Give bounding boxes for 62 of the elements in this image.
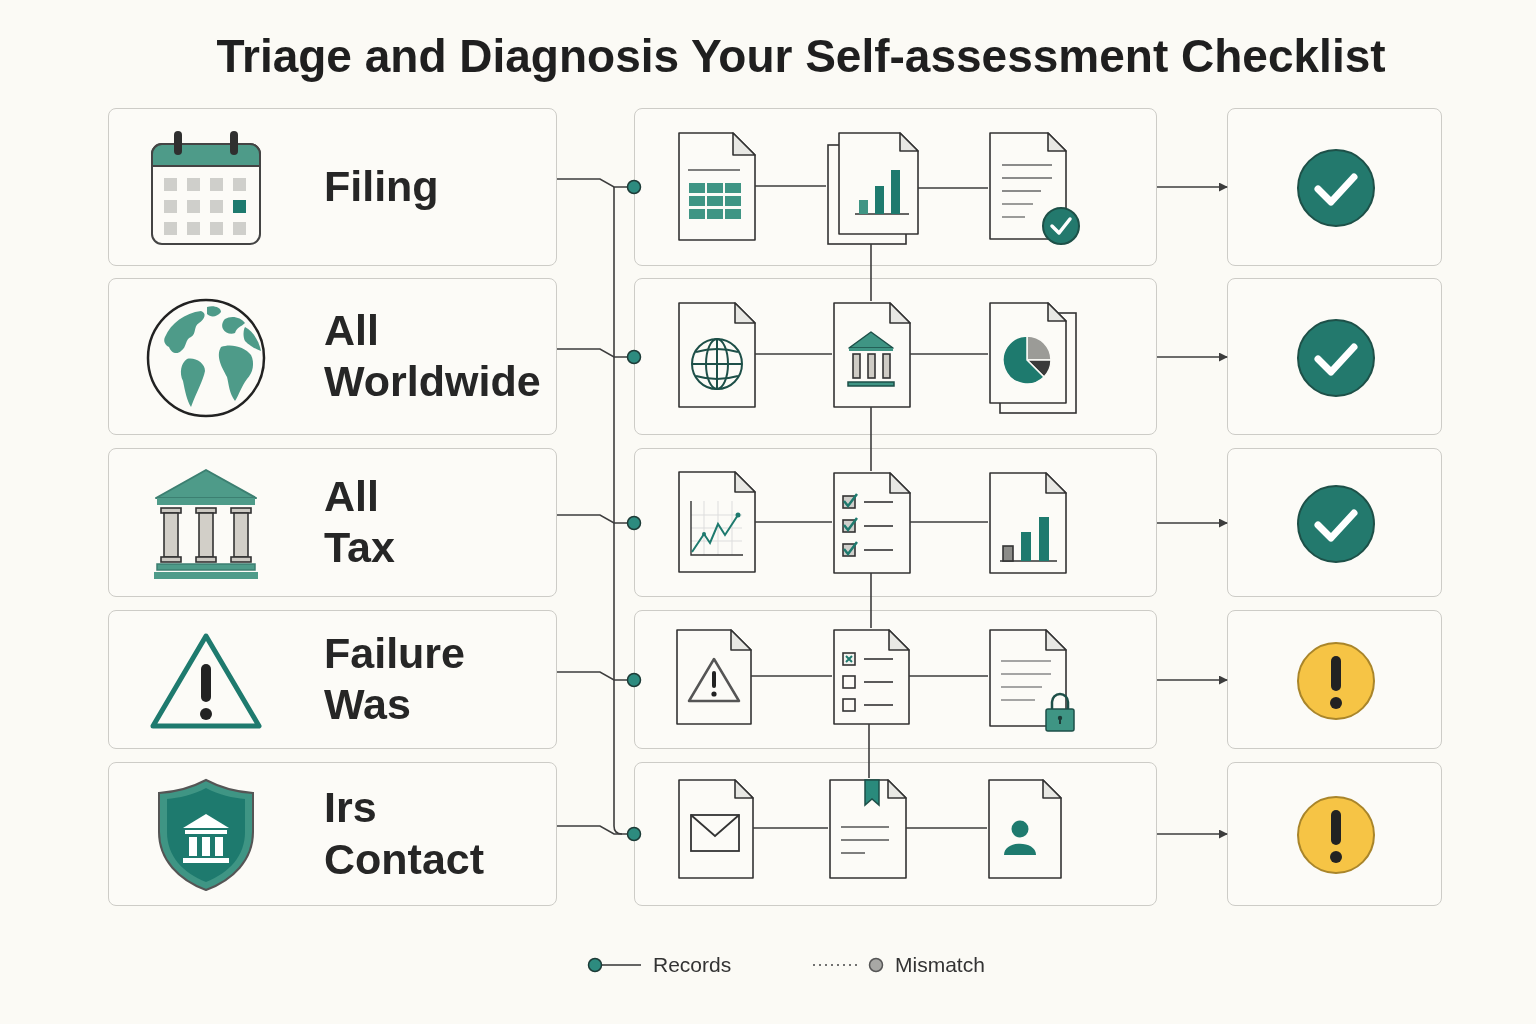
connector-line — [909, 353, 989, 355]
bookmarked-document-icon — [829, 779, 907, 879]
connector-line — [754, 521, 833, 523]
connector-line — [870, 243, 872, 302]
card-title: All Tax — [324, 470, 395, 574]
connector-line — [1156, 182, 1228, 192]
connector-line — [870, 572, 872, 629]
document-row-panel — [634, 278, 1157, 435]
connector-line — [909, 521, 989, 523]
checklist-document-icon — [833, 629, 910, 725]
connector-line — [754, 185, 827, 187]
document-row-panel — [634, 610, 1157, 749]
category-card — [108, 610, 557, 749]
legend-label: Records — [653, 953, 732, 977]
connector-line — [556, 348, 642, 365]
globe-document-icon — [678, 302, 756, 408]
bank-document-icon — [833, 302, 911, 408]
document-row-panel — [634, 108, 1157, 266]
status-card — [1227, 610, 1442, 749]
connector-line — [750, 675, 833, 677]
connector-line — [1156, 675, 1228, 685]
status-card — [1227, 278, 1442, 435]
connector-line — [908, 675, 989, 677]
card-title: Irs Contact — [324, 782, 485, 885]
connector-line — [1156, 829, 1228, 839]
status-card — [1227, 108, 1442, 266]
status-card — [1227, 448, 1442, 597]
connector-line — [870, 406, 872, 472]
locked-document-icon — [989, 629, 1075, 733]
connector-line — [917, 187, 989, 189]
bar-chart-document-icon — [827, 132, 919, 245]
category-card — [108, 278, 557, 435]
card-title: All Worldwide — [324, 304, 541, 408]
connector-line — [1156, 518, 1228, 528]
table-document-icon — [678, 132, 756, 241]
connector-line — [556, 671, 642, 688]
connector-line — [556, 178, 642, 195]
connector-line — [556, 514, 642, 531]
profile-document-icon — [988, 779, 1062, 879]
category-card — [108, 448, 557, 597]
category-card — [108, 762, 557, 906]
connector-line — [752, 827, 829, 829]
status-card — [1227, 762, 1442, 906]
checklist-document-icon — [833, 472, 911, 574]
card-title: Failure Was — [324, 627, 465, 731]
card-title: Filing — [324, 161, 439, 213]
connector-line — [905, 827, 988, 829]
document-row-panel — [634, 448, 1157, 597]
connector-line — [868, 723, 870, 779]
line-chart-document-icon — [678, 471, 756, 573]
bar-chart-document-icon — [989, 472, 1067, 574]
warning-document-icon — [676, 629, 752, 725]
pie-chart-document-icon — [989, 302, 1077, 414]
connector-line — [1156, 352, 1228, 362]
category-card — [108, 108, 557, 266]
approved-document-icon — [989, 132, 1081, 246]
envelope-document-icon — [678, 779, 754, 879]
connector-line — [754, 353, 833, 355]
document-row-panel — [634, 762, 1157, 906]
connector-line — [556, 825, 642, 842]
legend-label: Mismatch — [895, 953, 985, 977]
title: Triage and Diagnosis Your Self-assessment Checklist — [216, 30, 1386, 83]
